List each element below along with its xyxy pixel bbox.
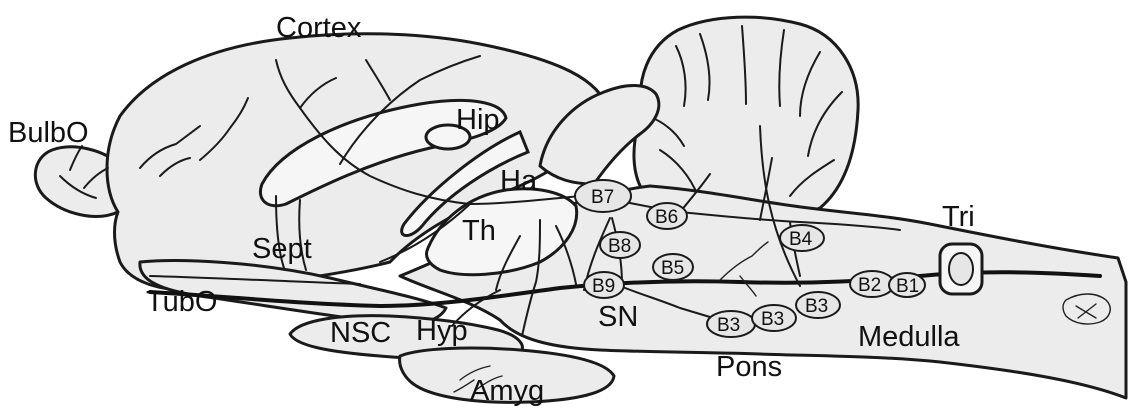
label-hip: Hip — [456, 104, 500, 136]
label-pons: Pons — [716, 351, 782, 383]
trigeminal-nucleus-core — [949, 253, 973, 285]
label-tubo: TubO — [146, 286, 217, 318]
label-ha: Ha — [500, 165, 538, 197]
label-b3c: B3 — [805, 296, 828, 317]
label-medulla: Medulla — [858, 321, 960, 353]
label-bulbo: BulbO — [8, 117, 89, 149]
label-b9: B9 — [592, 276, 615, 297]
label-amyg: Amyg — [470, 375, 544, 407]
label-b3a: B3 — [717, 315, 740, 336]
label-b5: B5 — [661, 258, 684, 279]
label-b1: B1 — [896, 276, 919, 297]
label-th: Th — [462, 215, 496, 247]
label-b4: B4 — [789, 229, 813, 250]
label-tri: Tri — [942, 201, 975, 233]
label-sept: Sept — [252, 233, 312, 265]
label-b6: B6 — [655, 207, 678, 228]
label-b2: B2 — [858, 275, 881, 296]
label-sn: SN — [598, 301, 638, 333]
label-b3b: B3 — [761, 309, 784, 330]
label-cortex: Cortex — [276, 12, 362, 44]
label-nsc: NSC — [330, 317, 391, 349]
label-hyp: Hyp — [416, 315, 468, 347]
label-b7: B7 — [591, 187, 614, 208]
label-b8: B8 — [608, 236, 631, 257]
